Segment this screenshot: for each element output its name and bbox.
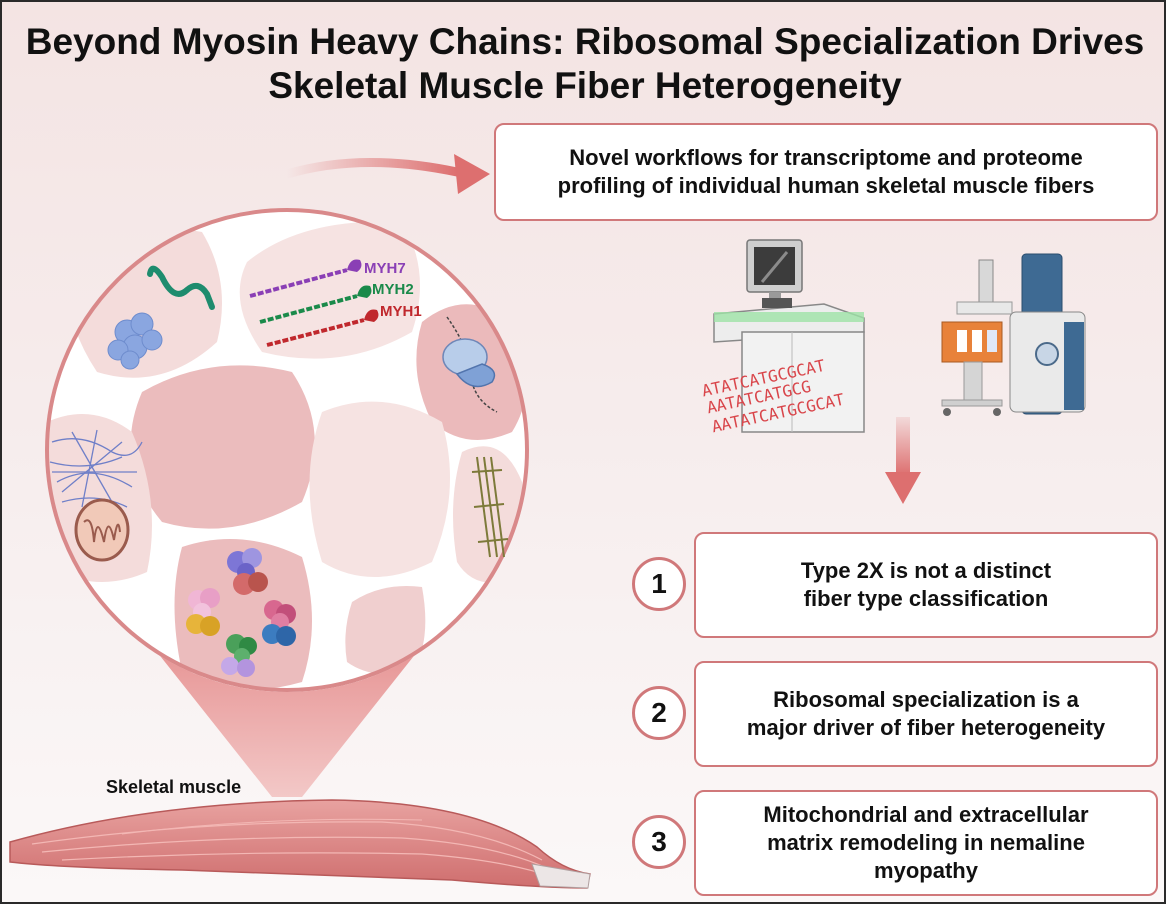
finding-2-line-2: major driver of fiber heterogeneity xyxy=(746,715,1106,740)
workflow-line-2: profiling of individual human skeletal m… xyxy=(557,173,1095,198)
gene-label-myh7: MYH7 xyxy=(364,260,406,277)
title-line-1: Beyond Myosin Heavy Chains: Ribosomal Sp… xyxy=(25,21,1145,62)
finding-number-3: 3 xyxy=(632,815,686,869)
mrna-icon xyxy=(147,265,215,310)
magnifier-cone xyxy=(157,652,417,797)
finding-box-3: Mitochondrial and extracellular matrix r… xyxy=(694,790,1158,896)
finding-number-2: 2 xyxy=(632,686,686,740)
finding-box-2: Ribosomal specialization is a major driv… xyxy=(694,661,1158,767)
workflow-box: Novel workflows for transcriptome and pr… xyxy=(494,123,1158,221)
skeletal-muscle-icon xyxy=(9,799,591,889)
finding-3-line-2: matrix remodeling in nemaline xyxy=(767,830,1085,855)
finding-1-line-2: fiber type classification xyxy=(803,586,1049,611)
finding-number-1: 1 xyxy=(632,557,686,611)
protein-icon xyxy=(107,312,163,370)
skeletal-muscle-label: Skeletal muscle xyxy=(106,777,242,797)
finding-1-line-1: Type 2X is not a distinct xyxy=(800,558,1052,583)
down-arrow-icon xyxy=(885,417,921,504)
ribosome-translation-icon xyxy=(442,316,498,413)
ribosome-cluster-icon xyxy=(186,548,296,677)
gene-label-myh2: MYH2 xyxy=(372,281,414,298)
finding-2-line-1: Ribosomal specialization is a xyxy=(773,687,1079,712)
title-line-2: Skeletal Muscle Fiber Heterogeneity xyxy=(268,65,902,106)
sequencer-icon xyxy=(713,239,865,433)
myosin-heavy-chains-icon xyxy=(249,259,379,347)
mass-spectrometer-icon xyxy=(941,253,1086,416)
curved-arrow-icon xyxy=(282,154,490,194)
sarcomere-icon xyxy=(471,456,509,558)
mitochondrion-icon xyxy=(74,498,130,562)
extracellular-matrix-icon xyxy=(49,429,143,508)
finding-box-1: Type 2X is not a distinct fiber type cla… xyxy=(694,532,1158,638)
workflow-line-1: Novel workflows for transcriptome and pr… xyxy=(569,145,1083,170)
gene-label-myh1: MYH1 xyxy=(380,303,422,320)
finding-3-line-1: Mitochondrial and extracellular xyxy=(763,802,1089,827)
finding-3-line-3: myopathy xyxy=(874,858,978,883)
